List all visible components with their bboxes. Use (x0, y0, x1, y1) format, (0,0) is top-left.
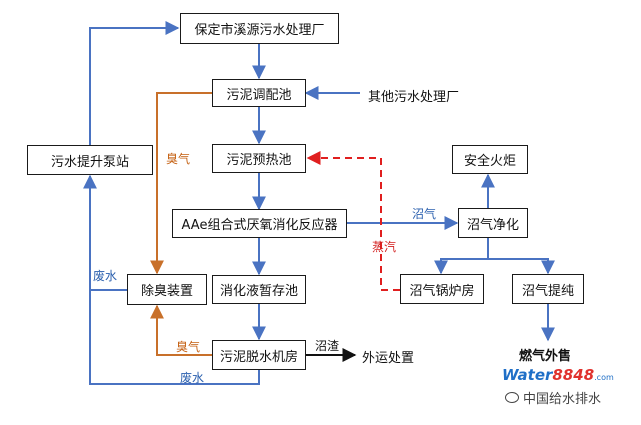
node-digestate-storage: 消化液暂存池 (212, 275, 306, 304)
node-biogas-purify: 沼气净化 (458, 208, 528, 238)
label-wastewater-left: 废水 (93, 269, 118, 283)
label-odor-upper: 臭气 (166, 152, 191, 166)
water8848-logo: Water8848.com (502, 366, 614, 384)
label-wastewater-bottom: 废水 (180, 371, 205, 385)
label-gas-sales: 燃气外售 (519, 349, 572, 364)
label-steam: 蒸汽 (372, 240, 397, 254)
line-dewater-wastewater-loop (89, 290, 260, 385)
arrow-odor-adjust-to-deodorizer (150, 92, 212, 275)
node-sludge-dewatering: 污泥脱水机房 (212, 340, 306, 370)
wechat-account-name: 中国给水排水 (523, 391, 602, 407)
node-sludge-preheat-tank: 污泥预热池 (212, 144, 306, 173)
wechat-icon (505, 391, 519, 403)
node-biogas-boiler: 沼气锅炉房 (400, 274, 484, 304)
label-biogas: 沼气 (412, 207, 437, 221)
arrow-pump-to-plant (89, 21, 180, 145)
node-sewage-pump-station: 污水提升泵站 (27, 145, 153, 175)
label-sludge-cake: 沼渣 (315, 339, 340, 353)
label-external-disposal: 外运处置 (362, 351, 415, 366)
node-biogas-upgrade: 沼气提纯 (512, 274, 584, 304)
arrow-steam-boiler-to-preheat (306, 151, 400, 291)
label-odor-lower: 臭气 (176, 340, 201, 354)
arrow-odor-dewater-to-deodorizer (150, 304, 212, 356)
wechat-watermark: 中国给水排水 (505, 388, 602, 407)
line-purify-split (434, 238, 489, 275)
node-aae-reactor: AAe组合式厌氧消化反应器 (172, 209, 347, 238)
label-other-plants: 其他污水处理厂 (368, 90, 460, 105)
node-safety-flare: 安全火炬 (452, 145, 528, 174)
node-deodorizer: 除臭装置 (127, 274, 207, 305)
line-purify-to-upgrade (488, 258, 555, 275)
node-baoding-plant: 保定市溪源污水处理厂 (180, 13, 339, 44)
node-sludge-adjust-tank: 污泥调配池 (212, 79, 306, 107)
